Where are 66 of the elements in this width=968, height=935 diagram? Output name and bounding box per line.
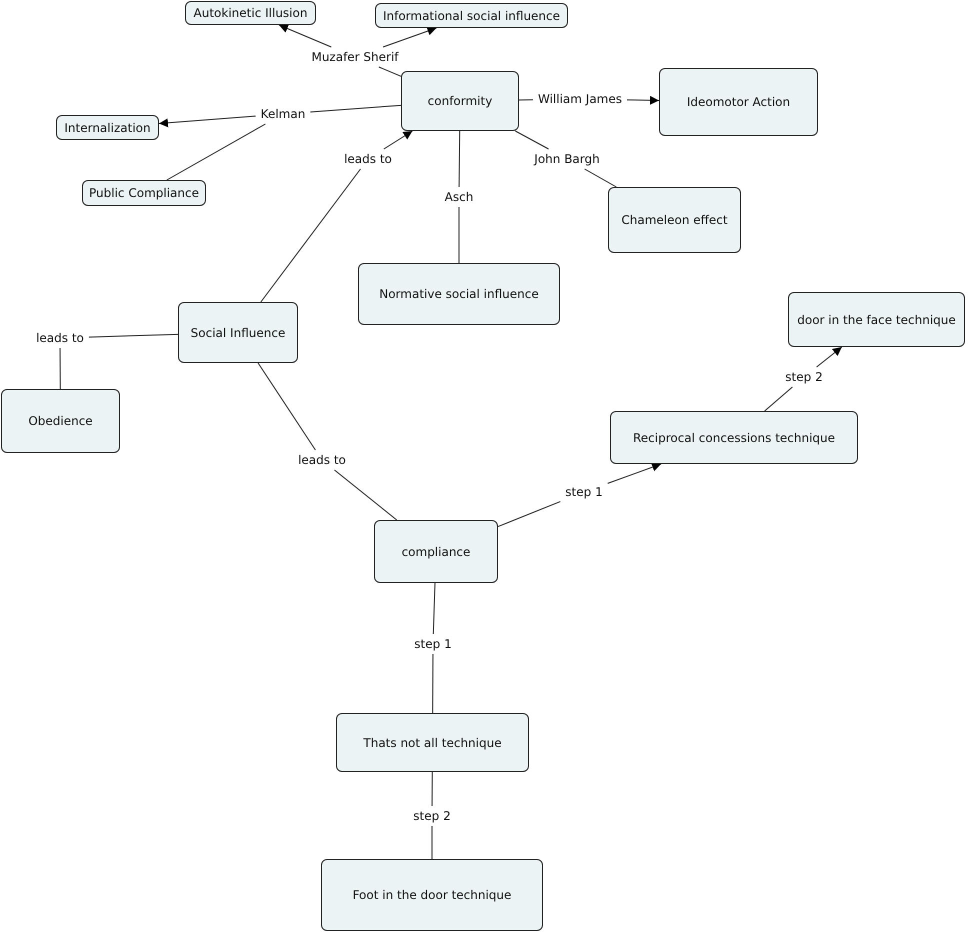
connector-line	[334, 470, 398, 520]
arrow	[383, 130, 413, 150]
concept-label: Chameleon effect	[621, 213, 728, 227]
concept-box	[185, 1, 316, 25]
connector-line	[764, 386, 793, 412]
link-label: leads to	[34, 331, 86, 345]
concept-box	[610, 411, 858, 464]
link-label: leads to	[342, 152, 394, 166]
concept-box	[82, 180, 206, 206]
link-label: Kelman	[258, 107, 308, 121]
concept-label: Ideomotor Action	[686, 95, 790, 109]
concept-label: Thats not all technique	[363, 736, 502, 750]
concept-label: Internalization	[64, 120, 151, 134]
connector-line	[258, 362, 316, 450]
connector-line	[432, 582, 436, 634]
concept-label: Informational social influence	[382, 8, 560, 22]
concept-box	[788, 292, 965, 347]
concept-label: Reciprocal concessions technique	[632, 430, 836, 444]
concept-box	[178, 302, 298, 363]
connector-line	[458, 206, 460, 264]
concept-label: Foot in the door technique	[352, 888, 512, 902]
link-label: step 2	[411, 809, 453, 823]
link-label: leads to	[296, 453, 348, 467]
concept-box	[374, 520, 498, 583]
connector-line	[310, 104, 402, 112]
concept-box	[375, 3, 568, 28]
concept-box	[321, 859, 543, 931]
connector-line	[260, 168, 361, 302]
concept-label: Obedience	[28, 414, 93, 428]
connector-line	[378, 66, 402, 77]
connector-line	[166, 124, 266, 180]
concept-box	[358, 263, 560, 325]
concept-box	[336, 713, 529, 772]
arrow	[158, 116, 256, 128]
concept-label: Normative social influence	[379, 287, 539, 301]
concept-label: door in the face technique	[797, 312, 956, 326]
connector-line	[88, 334, 178, 338]
concept-box	[608, 187, 741, 253]
connector-line	[518, 99, 534, 101]
concept-box	[1, 389, 120, 453]
link-label: William James	[536, 92, 624, 106]
link-label: step 2	[783, 370, 825, 384]
concept-label: compliance	[402, 544, 470, 558]
connector-line	[432, 654, 434, 714]
connector-line	[432, 772, 433, 806]
connector-line	[514, 130, 550, 150]
link-label: step 1	[563, 485, 605, 499]
arrow	[816, 346, 842, 368]
arrow	[278, 24, 332, 48]
concept-label: Public Compliance	[89, 186, 199, 200]
link-label: step 1	[412, 637, 454, 651]
connector-line	[60, 348, 61, 390]
concept-box	[56, 115, 159, 140]
connector-line	[584, 168, 617, 188]
concept-box	[401, 71, 519, 131]
arrow	[626, 96, 660, 105]
concept-label: Social Influence	[190, 326, 286, 340]
concept-box	[659, 68, 818, 136]
connector-line	[458, 130, 460, 188]
arrow	[382, 26, 437, 48]
link-label: Asch	[442, 190, 476, 204]
concept-label: conformity	[428, 94, 492, 108]
arrow	[607, 462, 662, 484]
link-label: John Bargh	[532, 152, 602, 166]
connector-line	[498, 501, 561, 528]
concept-label: Autokinetic Illusion	[194, 6, 308, 20]
